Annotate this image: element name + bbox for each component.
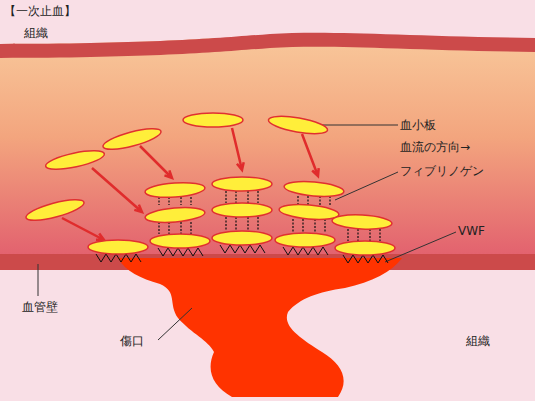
annotation-label: 血流の方向→ [400,140,470,154]
platelet [284,179,345,198]
vwf-strand [96,254,141,262]
leader-line [385,232,456,262]
platelet [150,234,210,248]
vwf-strand [220,245,265,253]
platelet [335,241,395,255]
annotation-label: フィブリノゲン [400,164,484,178]
diagram-title: 【一次止血】 [4,4,76,18]
fibrinogen-strand [292,219,293,233]
fibrinogen-strand [369,229,370,241]
annotation-label: 血管壁 [22,300,58,314]
fibrinogen-strand [235,217,236,231]
platelet [24,195,86,224]
platelet [212,177,272,191]
leader-line [158,308,192,340]
flow-arrow [232,128,244,170]
fibrinogen-strand [158,222,159,234]
fibrinogen-strand [247,217,248,231]
platelet [44,147,106,173]
fibrinogen-strand [180,222,181,234]
fibrinogen-strand [168,222,169,234]
annotation-label: 組織 [466,334,490,348]
leader-line [38,264,39,296]
flow-arrow [302,134,319,176]
fibrinogen-strand [225,191,226,203]
fibrinogen-strand [225,217,226,231]
fibrinogen-strand [307,196,308,205]
annotation-label: 血小板 [400,118,436,132]
fibrinogen-strand [357,229,358,241]
fibrinogen-strand [302,219,303,233]
platelet [212,203,272,217]
fibrinogen-strand [347,229,348,241]
platelet [275,233,335,247]
annotation-label: 傷口 [120,334,144,348]
fibrinogen-strand [314,219,315,233]
fibrinogen-strand [297,196,298,205]
platelet-group [24,113,395,263]
vwf-strand [343,255,388,263]
fibrinogen-strand [247,191,248,203]
fibrinogen-strand [324,219,325,233]
platelet [101,124,163,153]
platelet [183,113,243,127]
fibrinogen-strand [257,217,258,231]
fibrinogen-strand [180,197,181,205]
upper-vessel-wall [0,33,535,58]
annotation-label: VWF [458,224,485,238]
fibrinogen-strand [379,229,380,241]
flow-arrow [62,218,104,240]
fibrinogen-strand [168,197,169,205]
fibrinogen-strand [319,196,320,205]
platelet [145,181,206,199]
flow-arrow [140,146,172,178]
fibrinogen-strand [190,197,191,205]
blood-lumen [0,38,535,258]
vwf-strand [283,247,328,255]
platelet [267,113,329,137]
flow-arrow [92,168,142,212]
platelet [212,231,272,245]
platelet [88,240,148,254]
annotation-label: 組織 [24,26,48,40]
vwf-strand [158,248,203,256]
fibrinogen-strand [158,197,159,205]
fibrinogen-strand [257,191,258,203]
platelet [279,202,340,221]
wound-blood [118,258,402,397]
fibrinogen-strand [190,222,191,234]
leader-line [335,172,398,200]
fibrinogen-strand [235,191,236,203]
fibrinogen-strand [329,196,330,205]
platelet [145,205,206,224]
platelet [332,213,393,230]
